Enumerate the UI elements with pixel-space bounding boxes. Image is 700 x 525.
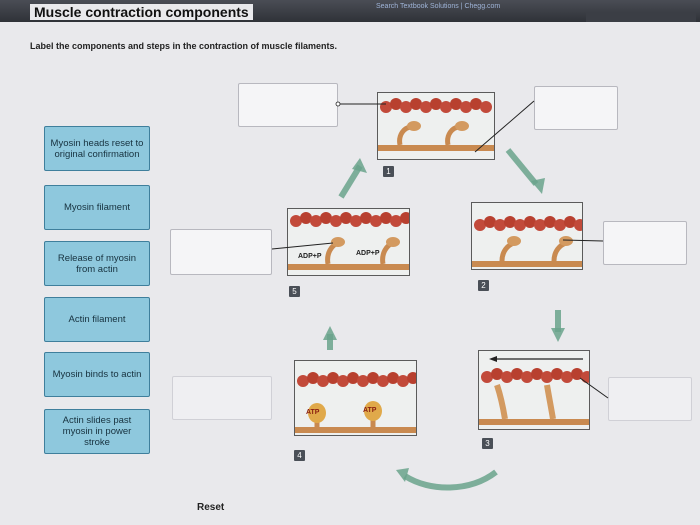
diagram-step-5: ADP+P ADP+P [287, 208, 410, 276]
page-title: Muscle contraction components [30, 4, 253, 20]
step-badge-2: 2 [478, 280, 489, 291]
label-actin-slides-power-stroke[interactable]: Actin slides past myosin in power stroke [44, 409, 150, 454]
step-badge-3: 3 [482, 438, 493, 449]
cycle-arrow-3-to-4 [403, 469, 498, 491]
cross-bridge-illustration-3 [479, 356, 589, 425]
drop-target-4[interactable] [603, 221, 687, 265]
label-myosin-filament[interactable]: Myosin filament [44, 185, 150, 230]
atp-label-right: ATP [363, 407, 377, 414]
cross-bridge-illustration-5 [288, 212, 409, 270]
instructions-text: Label the components and steps in the co… [30, 41, 338, 51]
drop-target-1[interactable] [238, 83, 338, 127]
browser-tab-title[interactable]: Search Textbook Solutions | Chegg.com [376, 3, 501, 10]
step-badge-5: 5 [289, 286, 300, 297]
step-badge-1: 1 [383, 166, 394, 177]
browser-tab-right[interactable] [586, 12, 696, 22]
direction-arrow-head [489, 356, 497, 362]
myosin-filament-1 [378, 145, 494, 151]
diagram-step-2 [471, 202, 583, 270]
actin-filament-1 [380, 98, 492, 113]
reset-button[interactable]: Reset [197, 502, 225, 513]
cycle-arrow-1-to-2 [505, 148, 539, 186]
cycle-arrow-5-to-1 [338, 164, 363, 199]
adp-label-right: ADP+P [356, 250, 380, 257]
drop-target-3[interactable] [170, 229, 272, 275]
diagram-step-3 [478, 350, 590, 430]
label-actin-filament[interactable]: Actin filament [44, 297, 150, 342]
diagram-step-4: ATP ATP [294, 360, 417, 436]
drop-target-6[interactable] [608, 377, 692, 421]
adp-label-left: ADP+P [298, 253, 322, 260]
diagram-step-1 [377, 92, 495, 160]
drop-target-5[interactable] [172, 376, 272, 420]
label-myosin-heads-reset[interactable]: Myosin heads reset to original confirmat… [44, 126, 150, 171]
atp-label-left: ATP [306, 409, 320, 416]
label-myosin-binds-actin[interactable]: Myosin binds to actin [44, 352, 150, 397]
step-badge-4: 4 [294, 450, 305, 461]
cross-bridge-illustration-1 [378, 98, 494, 151]
cross-bridge-illustration-2 [472, 216, 582, 267]
label-release-of-myosin[interactable]: Release of myosin from actin [44, 241, 150, 286]
cross-bridge-illustration-4 [295, 372, 416, 433]
drop-target-2[interactable] [534, 86, 618, 130]
